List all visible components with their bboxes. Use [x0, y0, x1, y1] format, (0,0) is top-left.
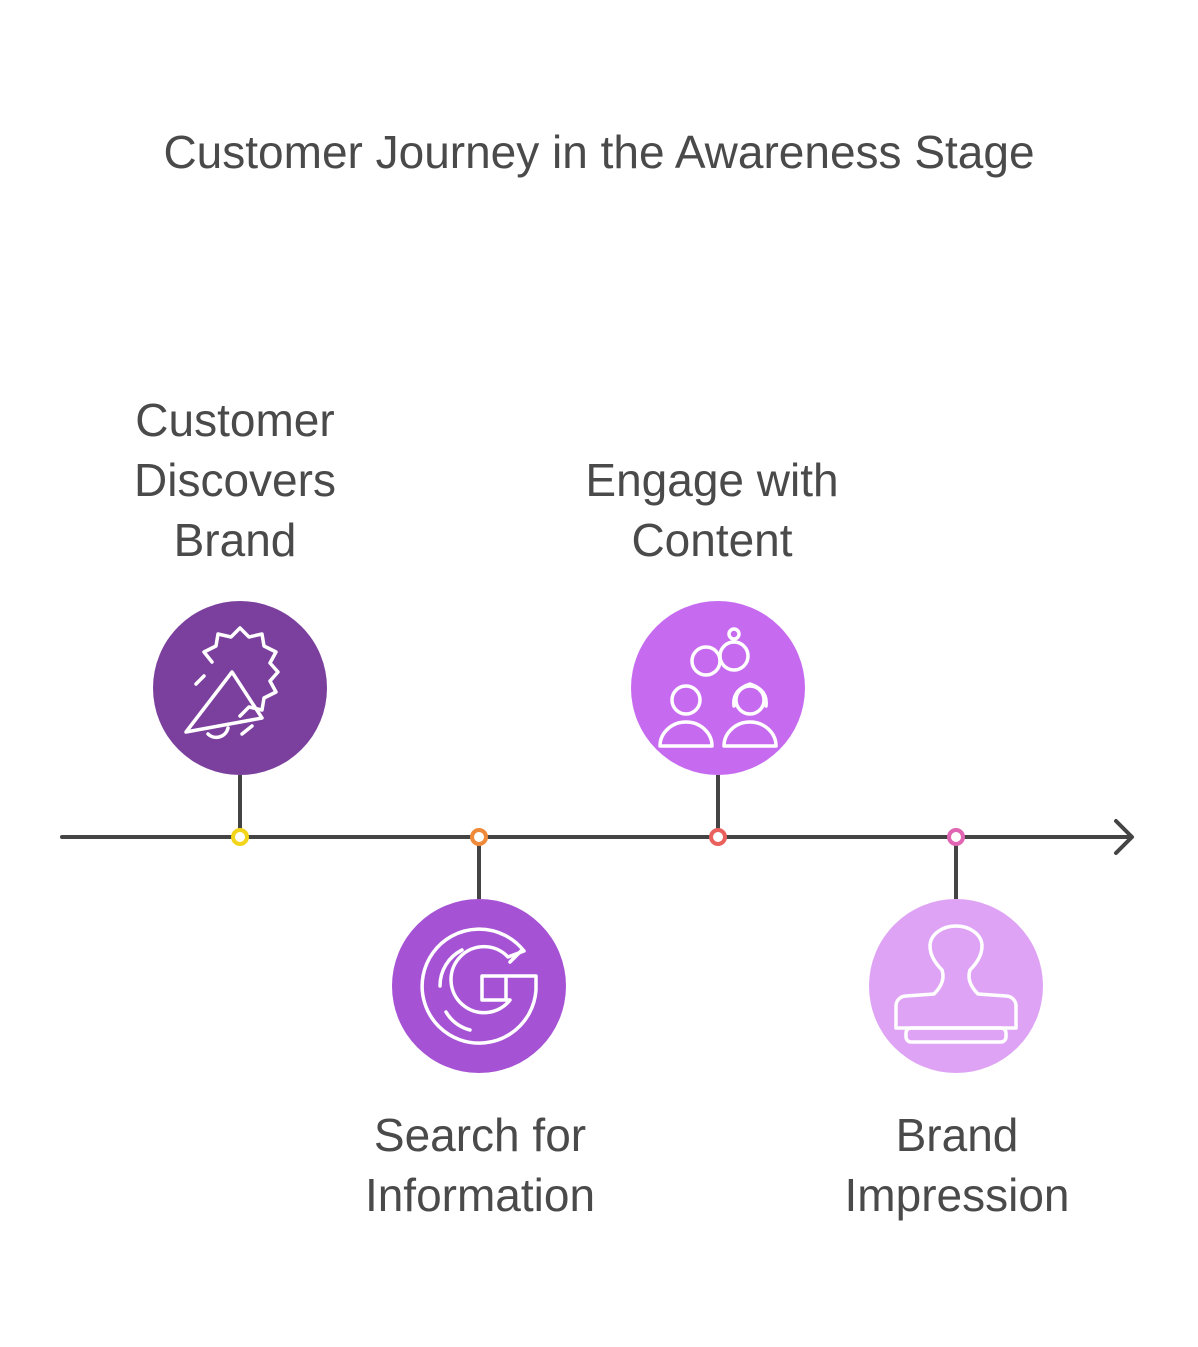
megaphone-icon: [184, 626, 280, 740]
step-search-for-information: [392, 828, 566, 1073]
step-node-circle: [392, 899, 566, 1073]
step-label-line: Discovers: [134, 454, 336, 506]
timeline-marker: [470, 828, 488, 846]
stamp-icon: [894, 924, 1018, 1044]
step-label-line: Engage with: [585, 454, 839, 506]
step-engage-with-content: [631, 601, 805, 846]
people-interaction-icon: [658, 627, 778, 748]
google-search-icon: [420, 927, 538, 1045]
step-label-brand-impression: Brand Impression: [787, 1105, 1127, 1225]
step-label-line: Customer: [135, 394, 335, 446]
step-label-customer-discovers-brand: Customer Discovers Brand: [65, 390, 405, 570]
timeline-marker: [947, 828, 965, 846]
step-customer-discovers-brand: [153, 601, 327, 846]
step-brand-impression: [869, 828, 1043, 1073]
step-label-line: Search for: [373, 1109, 587, 1161]
timeline-marker: [709, 828, 727, 846]
diagram-title: Customer Journey in the Awareness Stage: [163, 126, 1035, 178]
step-label-line: Impression: [844, 1169, 1070, 1221]
timeline-arrowhead: [1114, 819, 1134, 855]
step-label-search-for-information: Search for Information: [310, 1105, 650, 1225]
step-node-circle: [631, 601, 805, 775]
step-label-line: Brand: [173, 514, 297, 566]
step-label-line: Brand: [895, 1109, 1019, 1161]
step-label-line: Information: [364, 1169, 596, 1221]
timeline-marker: [231, 828, 249, 846]
step-label-engage-with-content: Engage with Content: [542, 450, 882, 570]
step-label-line: Content: [631, 514, 793, 566]
